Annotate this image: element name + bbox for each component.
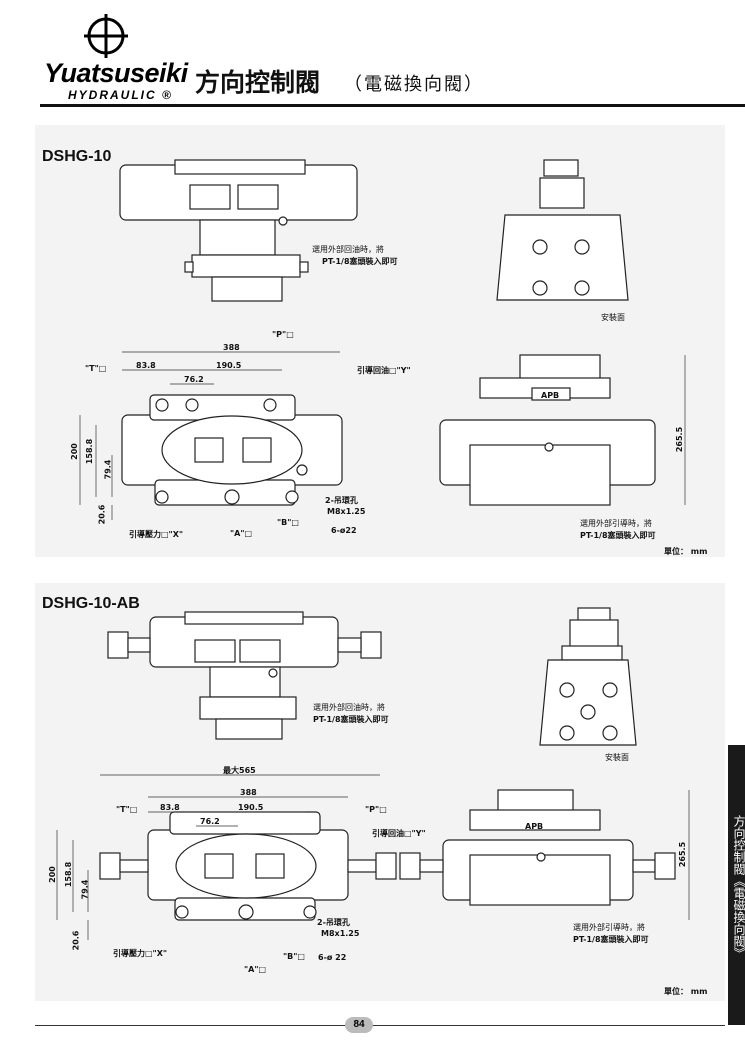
port-B-label: "B"□ <box>283 952 305 961</box>
unit-label: 單位： mm <box>664 987 708 996</box>
dshg10ab-plan-view <box>99 811 397 921</box>
page-subtitle: （電磁換向閥） <box>344 74 484 95</box>
lift-hole-label: 2-吊環孔 <box>325 496 358 505</box>
dim-76-2: 76.2 <box>184 375 204 384</box>
dshg10-top-view <box>119 159 358 302</box>
model-title: DSHG-10-AB <box>42 595 140 612</box>
dim-83-8: 83.8 <box>136 361 156 370</box>
page-number: 84 <box>345 1017 373 1033</box>
dim-388: 388 <box>223 343 240 352</box>
dim-79-4: 79.4 <box>103 459 113 480</box>
page-title: 方向控制閥 <box>195 68 321 97</box>
port-X-label: 引導壓力□"X" <box>113 949 168 958</box>
lift-hole-label: 2-吊環孔 <box>317 918 350 927</box>
footer-divider <box>35 1025 725 1026</box>
dim-200: 200 <box>47 866 57 883</box>
return-note-line2: PT-1/8塞頭裝入即可 <box>313 715 389 724</box>
dim-190-5: 190.5 <box>216 361 242 370</box>
dshg10-plan-view <box>121 394 343 506</box>
dim-76-2: 76.2 <box>200 817 220 826</box>
port-A-label: "A"□ <box>230 529 253 538</box>
port-A-label: "A"□ <box>244 965 267 974</box>
port-T-label: "T"□ <box>116 805 138 814</box>
dshg10ab-front-view <box>399 789 676 906</box>
model-title: DSHG-10 <box>42 148 112 165</box>
port-P-label: "P"□ <box>272 330 294 339</box>
chapter-side-tab: 方向控制閥《電磁換向閥》 <box>728 745 745 1025</box>
dim-158-8: 158.8 <box>64 861 74 888</box>
port-T-label: "T"□ <box>85 364 107 373</box>
unit-label: 單位： mm <box>664 547 708 556</box>
port-B-label: "B"□ <box>277 518 299 527</box>
dim-20-6: 20.6 <box>97 504 107 525</box>
port-P-label: "P"□ <box>365 805 387 814</box>
return-note-line1: 選用外部回油時，將 <box>312 245 384 254</box>
dshg10-front-view <box>439 354 656 506</box>
dshg10-side-view <box>496 159 629 301</box>
mount-face-label: 安裝面 <box>601 313 625 322</box>
bolt-hole-label: 6-ø 22 <box>318 953 347 962</box>
port-Y-label: 引導回油□"Y" <box>372 829 426 838</box>
brand-name: Yuatsuseiki <box>44 58 188 88</box>
bolt-hole-label: 6-ø22 <box>331 526 357 535</box>
dshg10ab-dimension-lines <box>56 774 690 940</box>
return-note-line1: 選用外部回油時，將 <box>313 703 385 712</box>
header-divider <box>40 104 745 107</box>
apb-label: APB <box>541 391 560 400</box>
dim-158-8: 158.8 <box>85 438 95 465</box>
dim-200: 200 <box>69 443 79 460</box>
logo-mark <box>84 14 128 58</box>
port-X-label: 引導壓力□"X" <box>129 530 184 539</box>
pilot-note-line1: 選用外部引導時，將 <box>580 519 652 528</box>
dshg10ab-top-view <box>107 611 382 740</box>
dim-265-5: 265.5 <box>678 841 688 868</box>
dim-265-5: 265.5 <box>675 426 685 453</box>
apb-label: APB <box>525 822 544 831</box>
return-note-line2: PT-1/8塞頭裝入即可 <box>322 257 398 266</box>
thread-label: M8x1.25 <box>321 929 360 938</box>
dshg10ab-side-view <box>539 607 637 746</box>
port-Y-label: 引導回油□"Y" <box>357 366 411 375</box>
dim-83-8: 83.8 <box>160 803 180 812</box>
dim-79-4: 79.4 <box>80 879 90 900</box>
dim-190-5: 190.5 <box>238 803 264 812</box>
pilot-note-line2: PT-1/8塞頭裝入即可 <box>573 935 649 944</box>
brand-subtitle: HYDRAULIC ® <box>68 88 173 102</box>
dim-388: 388 <box>240 788 257 797</box>
thread-label: M8x1.25 <box>327 507 366 516</box>
dim-20-6: 20.6 <box>71 930 81 951</box>
dshg10-dimension-lines <box>79 351 686 520</box>
mount-face-label: 安裝面 <box>605 753 629 762</box>
pilot-note-line1: 選用外部引導時，將 <box>573 923 645 932</box>
dim-max565: 最大565 <box>223 766 256 775</box>
pilot-note-line2: PT-1/8塞頭裝入即可 <box>580 531 656 540</box>
